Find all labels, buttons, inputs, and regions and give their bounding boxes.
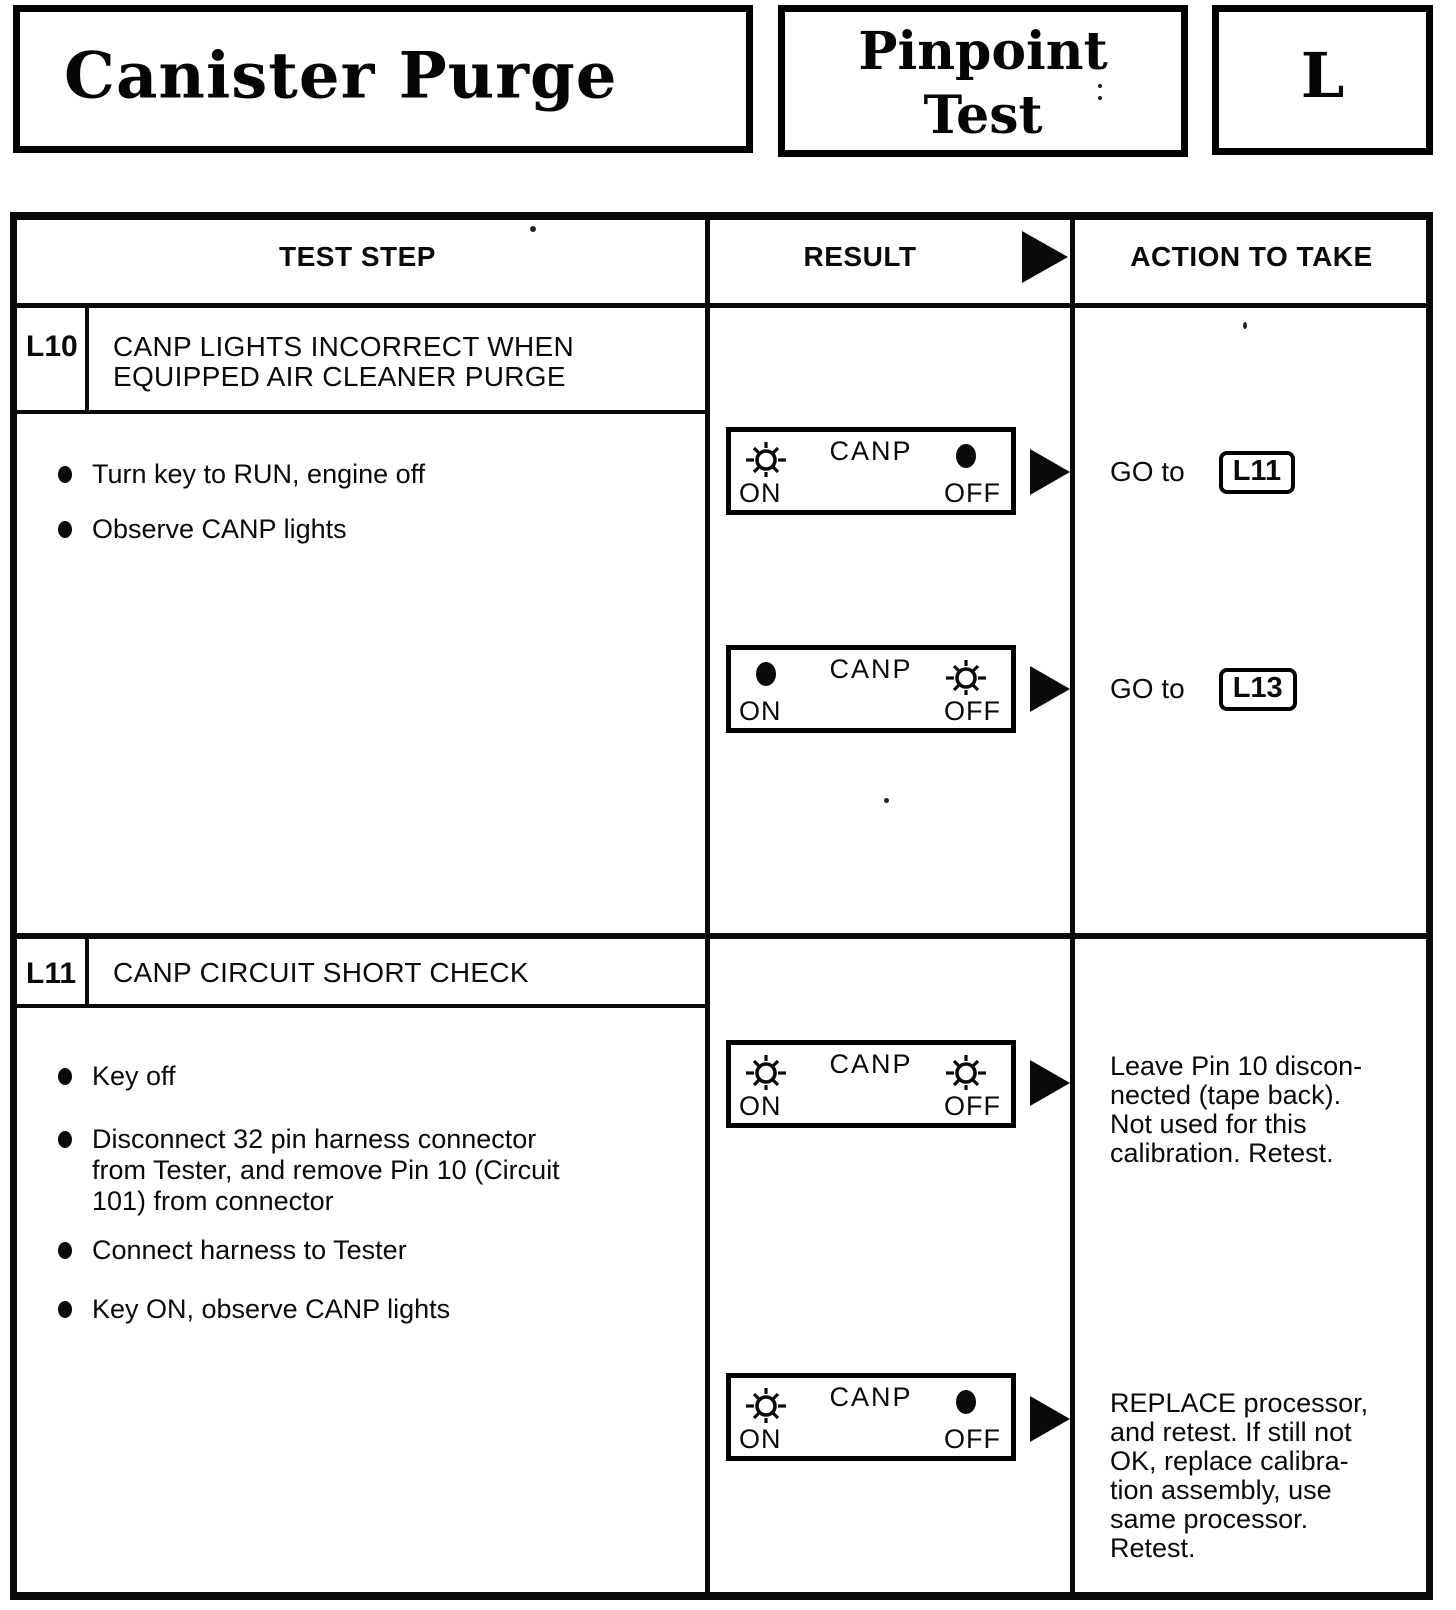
- action-go-to: GO to L11: [1110, 446, 1296, 498]
- lamp-off-icon: [743, 653, 789, 699]
- step-bullet: Connect harness to Tester: [58, 1235, 407, 1266]
- scan-speck: [1098, 84, 1102, 88]
- lamp-lit-icon: [943, 1048, 989, 1094]
- canp-indicator-box: CANP ON OFF: [726, 645, 1016, 733]
- lamp-off-icon: [943, 435, 989, 481]
- on-label: ON: [739, 1424, 782, 1454]
- result-arrow-icon: [1030, 666, 1070, 712]
- lamp-lit-icon: [743, 1381, 789, 1427]
- pinpoint-test-label: Pinpoint Test: [858, 21, 1108, 146]
- l11-title-underline: [10, 1004, 709, 1008]
- action-instruction: REPLACE processor, and retest. If still …: [1110, 1388, 1369, 1563]
- canp-label: CANP: [829, 1049, 913, 1079]
- table-border-top: [10, 212, 1433, 220]
- header-box-pinpoint-test: Pinpoint Test: [778, 5, 1188, 157]
- on-label: ON: [739, 1091, 782, 1121]
- canp-indicator-box: CANP ON OFF: [726, 427, 1016, 515]
- table-border-bottom: [10, 1592, 1433, 1600]
- column-divider-action: [1070, 212, 1075, 1600]
- off-label: OFF: [944, 1424, 1001, 1454]
- step-bullet: Key ON, observe CANP lights: [58, 1294, 450, 1325]
- action-go-to: GO to L13: [1110, 663, 1297, 715]
- l10-id-cell-divider: [85, 303, 89, 414]
- bullet-dot-icon: [58, 521, 72, 538]
- scan-speck: [1098, 96, 1102, 100]
- header-box-test-letter: L: [1212, 5, 1433, 155]
- result-arrow-icon: [1030, 1396, 1070, 1442]
- canp-label: CANP: [829, 654, 913, 684]
- action-instruction: Leave Pin 10 discon- nected (tape back).…: [1110, 1051, 1363, 1168]
- canp-label: CANP: [829, 1382, 913, 1412]
- row-divider-l10-l11: [10, 933, 1433, 939]
- column-divider-result: [705, 212, 710, 1600]
- go-to-target-badge: L13: [1218, 667, 1297, 711]
- step-bullet: Disconnect 32 pin harness connector from…: [58, 1124, 560, 1217]
- scan-speck: [884, 798, 889, 803]
- step-bullet: Key off: [58, 1061, 176, 1092]
- lamp-off-icon: [943, 1381, 989, 1427]
- lamp-lit-icon: [943, 653, 989, 699]
- page-title: Canister Purge: [64, 38, 618, 114]
- bullet-dot-icon: [58, 1242, 72, 1259]
- off-label: OFF: [944, 478, 1001, 508]
- scan-speck: [1243, 322, 1247, 329]
- go-to-text: GO to: [1110, 456, 1185, 487]
- on-label: ON: [739, 478, 782, 508]
- l11-id-cell-divider: [85, 933, 89, 1008]
- l10-title-underline: [10, 410, 709, 414]
- go-to-target-badge: L11: [1218, 450, 1296, 494]
- on-label: ON: [739, 696, 782, 726]
- bullet-dot-icon: [58, 1068, 72, 1085]
- step-id-l11: L11: [26, 957, 77, 990]
- column-header-test-step: TEST STEP: [279, 241, 436, 272]
- canp-indicator-box: CANP ON OFF: [726, 1373, 1016, 1461]
- off-label: OFF: [944, 1091, 1001, 1121]
- result-arrow-icon: [1030, 1060, 1070, 1106]
- test-letter: L: [1300, 39, 1345, 113]
- step-title-l11: CANP CIRCUIT SHORT CHECK: [113, 957, 529, 988]
- bullet-dot-icon: [58, 1131, 72, 1148]
- go-to-text: GO to: [1110, 673, 1185, 704]
- lamp-lit-icon: [743, 435, 789, 481]
- table-border-right: [1426, 212, 1433, 1600]
- column-header-action-to-take: ACTION TO TAKE: [1130, 241, 1373, 272]
- step-id-l10: L10: [26, 330, 78, 363]
- bullet-dot-icon: [58, 466, 72, 483]
- table-border-left: [10, 212, 17, 1600]
- bullet-dot-icon: [58, 1301, 72, 1318]
- canp-indicator-box: CANP ON OFF: [726, 1040, 1016, 1128]
- result-header-arrow-icon: [1022, 231, 1068, 283]
- header-box-test-name: Canister Purge: [13, 5, 753, 153]
- step-bullet: Observe CANP lights: [58, 514, 347, 545]
- step-title-l10: CANP LIGHTS INCORRECT WHEN EQUIPPED AIR …: [113, 331, 575, 392]
- lamp-lit-icon: [743, 1048, 789, 1094]
- header-row-divider: [10, 303, 1433, 308]
- canp-label: CANP: [829, 436, 913, 466]
- scan-speck: [530, 226, 536, 232]
- column-header-result: RESULT: [803, 241, 917, 272]
- result-arrow-icon: [1030, 449, 1070, 495]
- step-bullet: Turn key to RUN, engine off: [58, 459, 425, 490]
- off-label: OFF: [944, 696, 1001, 726]
